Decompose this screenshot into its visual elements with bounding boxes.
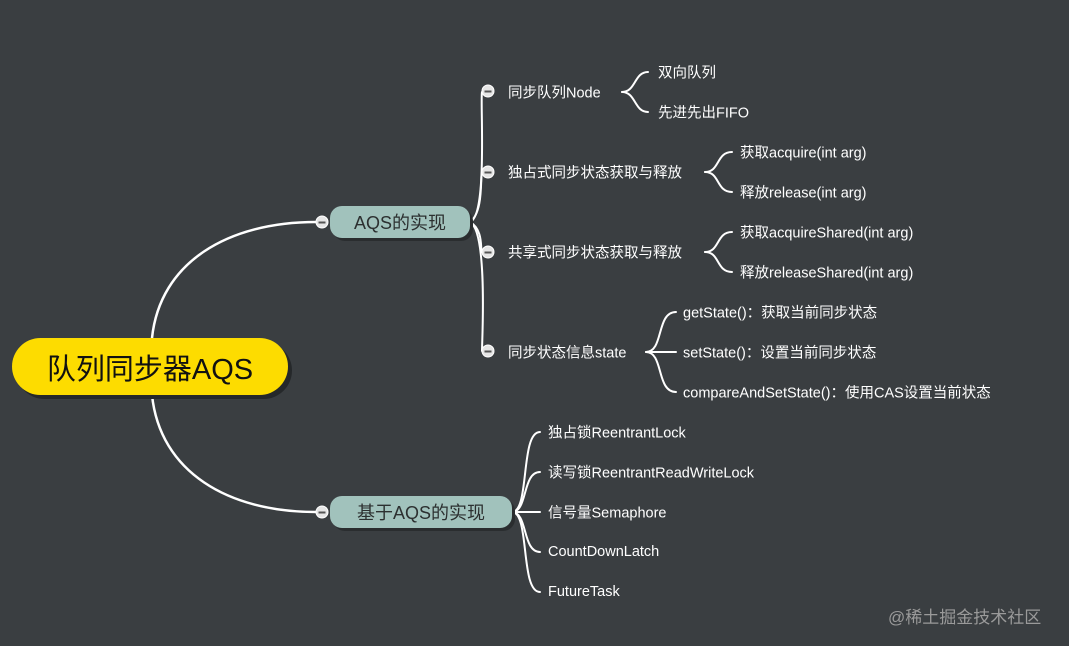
- leaf[interactable]: 独占锁ReentrantLock: [548, 425, 686, 442]
- collapse-toggle-icon[interactable]: [315, 505, 329, 519]
- leaf[interactable]: 双向队列: [658, 65, 716, 82]
- leaf[interactable]: CountDownLatch: [548, 544, 660, 560]
- topic-aqs-implementation[interactable]: AQS的实现: [330, 206, 470, 238]
- collapse-toggle-icon[interactable]: [481, 344, 495, 358]
- leaf[interactable]: setState()：设置当前同步状态: [683, 345, 877, 362]
- watermark: @稀土掘金技术社区: [888, 608, 1042, 627]
- leaf[interactable]: FutureTask: [548, 584, 620, 600]
- subtopic-shared[interactable]: 共享式同步状态获取与释放: [508, 245, 682, 262]
- leaf[interactable]: 释放releaseShared(int arg): [740, 265, 914, 282]
- leaf[interactable]: getState()：获取当前同步状态: [683, 305, 878, 322]
- collapse-toggle-icon[interactable]: [315, 215, 329, 229]
- braces: [511, 71, 733, 593]
- subtopic-sync-queue-node[interactable]: 同步队列Node: [508, 85, 601, 102]
- connector-root-aqs: [150, 220, 318, 340]
- leaf[interactable]: 释放release(int arg): [740, 185, 867, 202]
- topic-based-on-aqs[interactable]: 基于AQS的实现: [330, 496, 512, 528]
- connectors-aqs-children: [469, 91, 484, 352]
- subtopic-state[interactable]: 同步状态信息state: [508, 345, 627, 362]
- subtopic-exclusive[interactable]: 独占式同步状态获取与释放: [508, 165, 682, 182]
- root-topic[interactable]: 队列同步器AQS: [12, 338, 288, 395]
- leaf[interactable]: 读写锁ReentrantReadWriteLock: [548, 465, 755, 482]
- collapse-toggle-icon[interactable]: [481, 84, 495, 98]
- topic-label: AQS的实现: [353, 213, 446, 233]
- collapse-toggle-icon[interactable]: [481, 245, 495, 259]
- topic-label: 基于AQS的实现: [356, 503, 485, 523]
- leaf[interactable]: 获取acquireShared(int arg): [740, 225, 914, 242]
- leaf[interactable]: 获取acquire(int arg): [740, 145, 867, 162]
- collapse-toggle-icon[interactable]: [481, 165, 495, 179]
- leaf[interactable]: 先进先出FIFO: [658, 105, 750, 122]
- root-topic-label: 队列同步器AQS: [46, 353, 254, 386]
- leaf[interactable]: 信号量Semaphore: [548, 505, 667, 522]
- connector-root-based: [150, 393, 318, 514]
- leaf[interactable]: compareAndSetState()：使用CAS设置当前状态: [683, 385, 991, 402]
